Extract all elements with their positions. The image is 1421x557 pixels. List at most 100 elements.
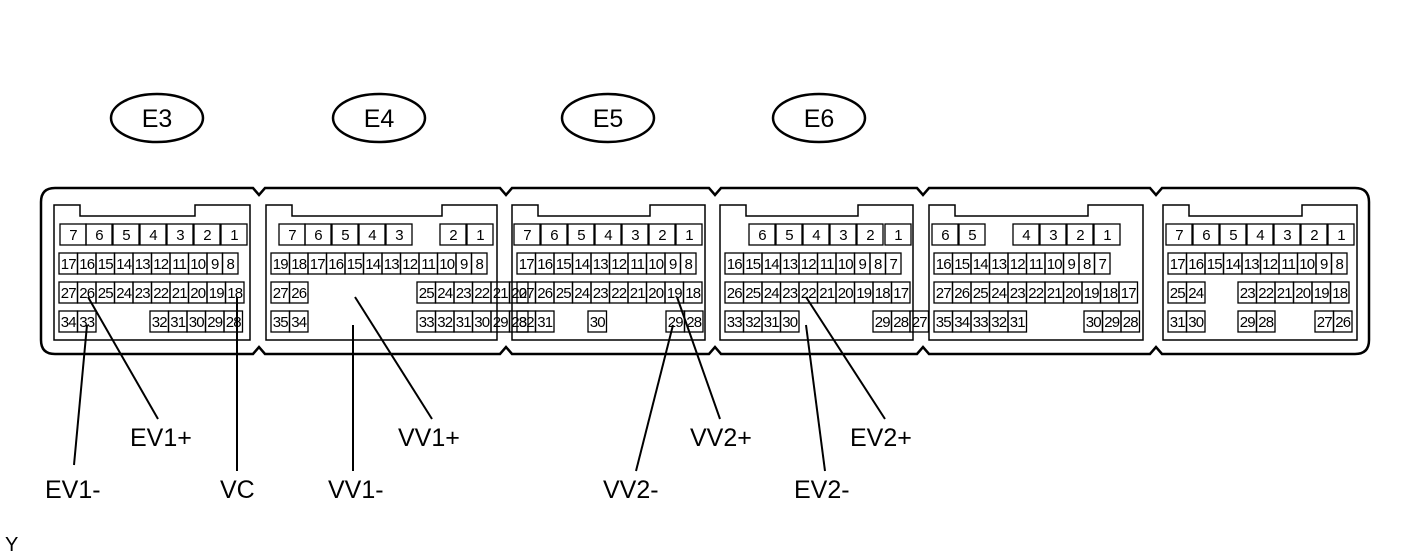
pin-number: 21 <box>630 285 646 302</box>
pin-number: 14 <box>365 256 381 273</box>
pin-cell <box>193 223 221 246</box>
pin-number: 23 <box>1240 285 1256 302</box>
pin-number: 7 <box>523 227 531 244</box>
pin-number: 6 <box>941 227 949 244</box>
pin-number: 19 <box>273 256 289 273</box>
pin-cell <box>802 223 830 246</box>
pin-cell <box>1185 310 1206 333</box>
leader-vv1-plus <box>354 296 433 420</box>
corner-mark: Y <box>5 534 18 556</box>
pin-number: 21 <box>172 285 188 302</box>
pin-cell <box>931 223 959 246</box>
pin-cell <box>775 223 803 246</box>
pin-number: 15 <box>347 256 363 273</box>
pin-number: 7 <box>288 227 296 244</box>
signal-label-ev1-minus: EV1- <box>45 476 101 504</box>
pin-number: 5 <box>577 227 585 244</box>
pin-cell <box>470 252 488 275</box>
pin-number: 20 <box>190 285 206 302</box>
pin-number: 26 <box>727 285 743 302</box>
pin-number: 2 <box>1076 227 1084 244</box>
signal-label-vv2-plus: VV2+ <box>690 424 752 452</box>
pin-number: 21 <box>493 285 509 302</box>
pin-number: 1 <box>230 227 238 244</box>
leader-vv2-plus <box>676 296 721 420</box>
pin-number: 7 <box>69 227 77 244</box>
pin-number: 34 <box>61 314 77 331</box>
pin-number: 4 <box>812 227 820 244</box>
pin-number: 25 <box>745 285 761 302</box>
pin-number: 3 <box>1283 227 1291 244</box>
pin-cell <box>683 310 704 333</box>
pin-number: 13 <box>384 256 400 273</box>
pin-cell <box>1012 223 1040 246</box>
pin-number: 31 <box>537 314 553 331</box>
pin-cell <box>139 223 167 246</box>
pin-number: 11 <box>1029 256 1043 273</box>
pin-number: 19 <box>1314 285 1330 302</box>
pin-number: 13 <box>593 256 609 273</box>
pin-number: 16 <box>936 256 952 273</box>
pin-number: 8 <box>1335 256 1343 273</box>
pin-number: 30 <box>474 314 490 331</box>
pin-cell <box>288 281 309 304</box>
pin-number: 1 <box>685 227 693 244</box>
pin-cell <box>1255 310 1276 333</box>
pin-cell <box>890 281 911 304</box>
pin-number: 7 <box>889 256 897 273</box>
pin-number: 2 <box>866 227 874 244</box>
pin-number: 3 <box>631 227 639 244</box>
pin-number: 33 <box>727 314 743 331</box>
pin-number: 13 <box>991 256 1007 273</box>
pin-number: 21 <box>1277 285 1293 302</box>
pin-number: 7 <box>1098 256 1106 273</box>
pin-number: 29 <box>207 314 223 331</box>
pin-number: 6 <box>758 227 766 244</box>
pin-number: 19 <box>209 285 225 302</box>
pin-number: 27 <box>912 314 928 331</box>
pin-number: 9 <box>1320 256 1328 273</box>
pin-number: 11 <box>820 256 834 273</box>
pin-number: 26 <box>1335 314 1351 331</box>
pin-number: 31 <box>456 314 472 331</box>
pin-number: 8 <box>475 256 483 273</box>
pin-number: 35 <box>936 314 952 331</box>
pin-number: 29 <box>668 314 684 331</box>
pin-number: 26 <box>954 285 970 302</box>
pin-cell <box>884 223 912 246</box>
pin-number: 16 <box>727 256 743 273</box>
pin-number: 27 <box>273 285 289 302</box>
pin-cell <box>648 223 676 246</box>
pin-number: 8 <box>684 256 692 273</box>
pin-number: 14 <box>764 256 780 273</box>
pin-number: 5 <box>968 227 976 244</box>
connector-block-6-outline <box>1162 204 1358 341</box>
pin-number: 4 <box>149 227 157 244</box>
pin-cell <box>675 223 703 246</box>
pin-number: 17 <box>61 256 77 273</box>
pin-number: 15 <box>745 256 761 273</box>
pin-number: 27 <box>519 285 535 302</box>
signal-label-vv2-minus: VV2- <box>603 476 659 504</box>
pin-number: 10 <box>838 256 854 273</box>
pin-cell <box>621 223 649 246</box>
pin-cell <box>679 252 697 275</box>
pin-number: 26 <box>79 285 95 302</box>
pin-cell <box>221 252 239 275</box>
pin-number: 21 <box>819 285 835 302</box>
pin-number: 31 <box>1170 314 1186 331</box>
pin-number: 23 <box>456 285 472 302</box>
pin-number: 17 <box>519 256 535 273</box>
pin-number: 18 <box>875 285 891 302</box>
pin-number: 32 <box>519 314 535 331</box>
pin-number: 22 <box>801 285 817 302</box>
ecu-housing-outline <box>39 186 1371 356</box>
connector-block-4-outline <box>719 204 914 341</box>
pin-number: 35 <box>273 314 289 331</box>
pin-number: 28 <box>226 314 242 331</box>
pin-number: 20 <box>511 285 527 302</box>
pin-number: 9 <box>858 256 866 273</box>
